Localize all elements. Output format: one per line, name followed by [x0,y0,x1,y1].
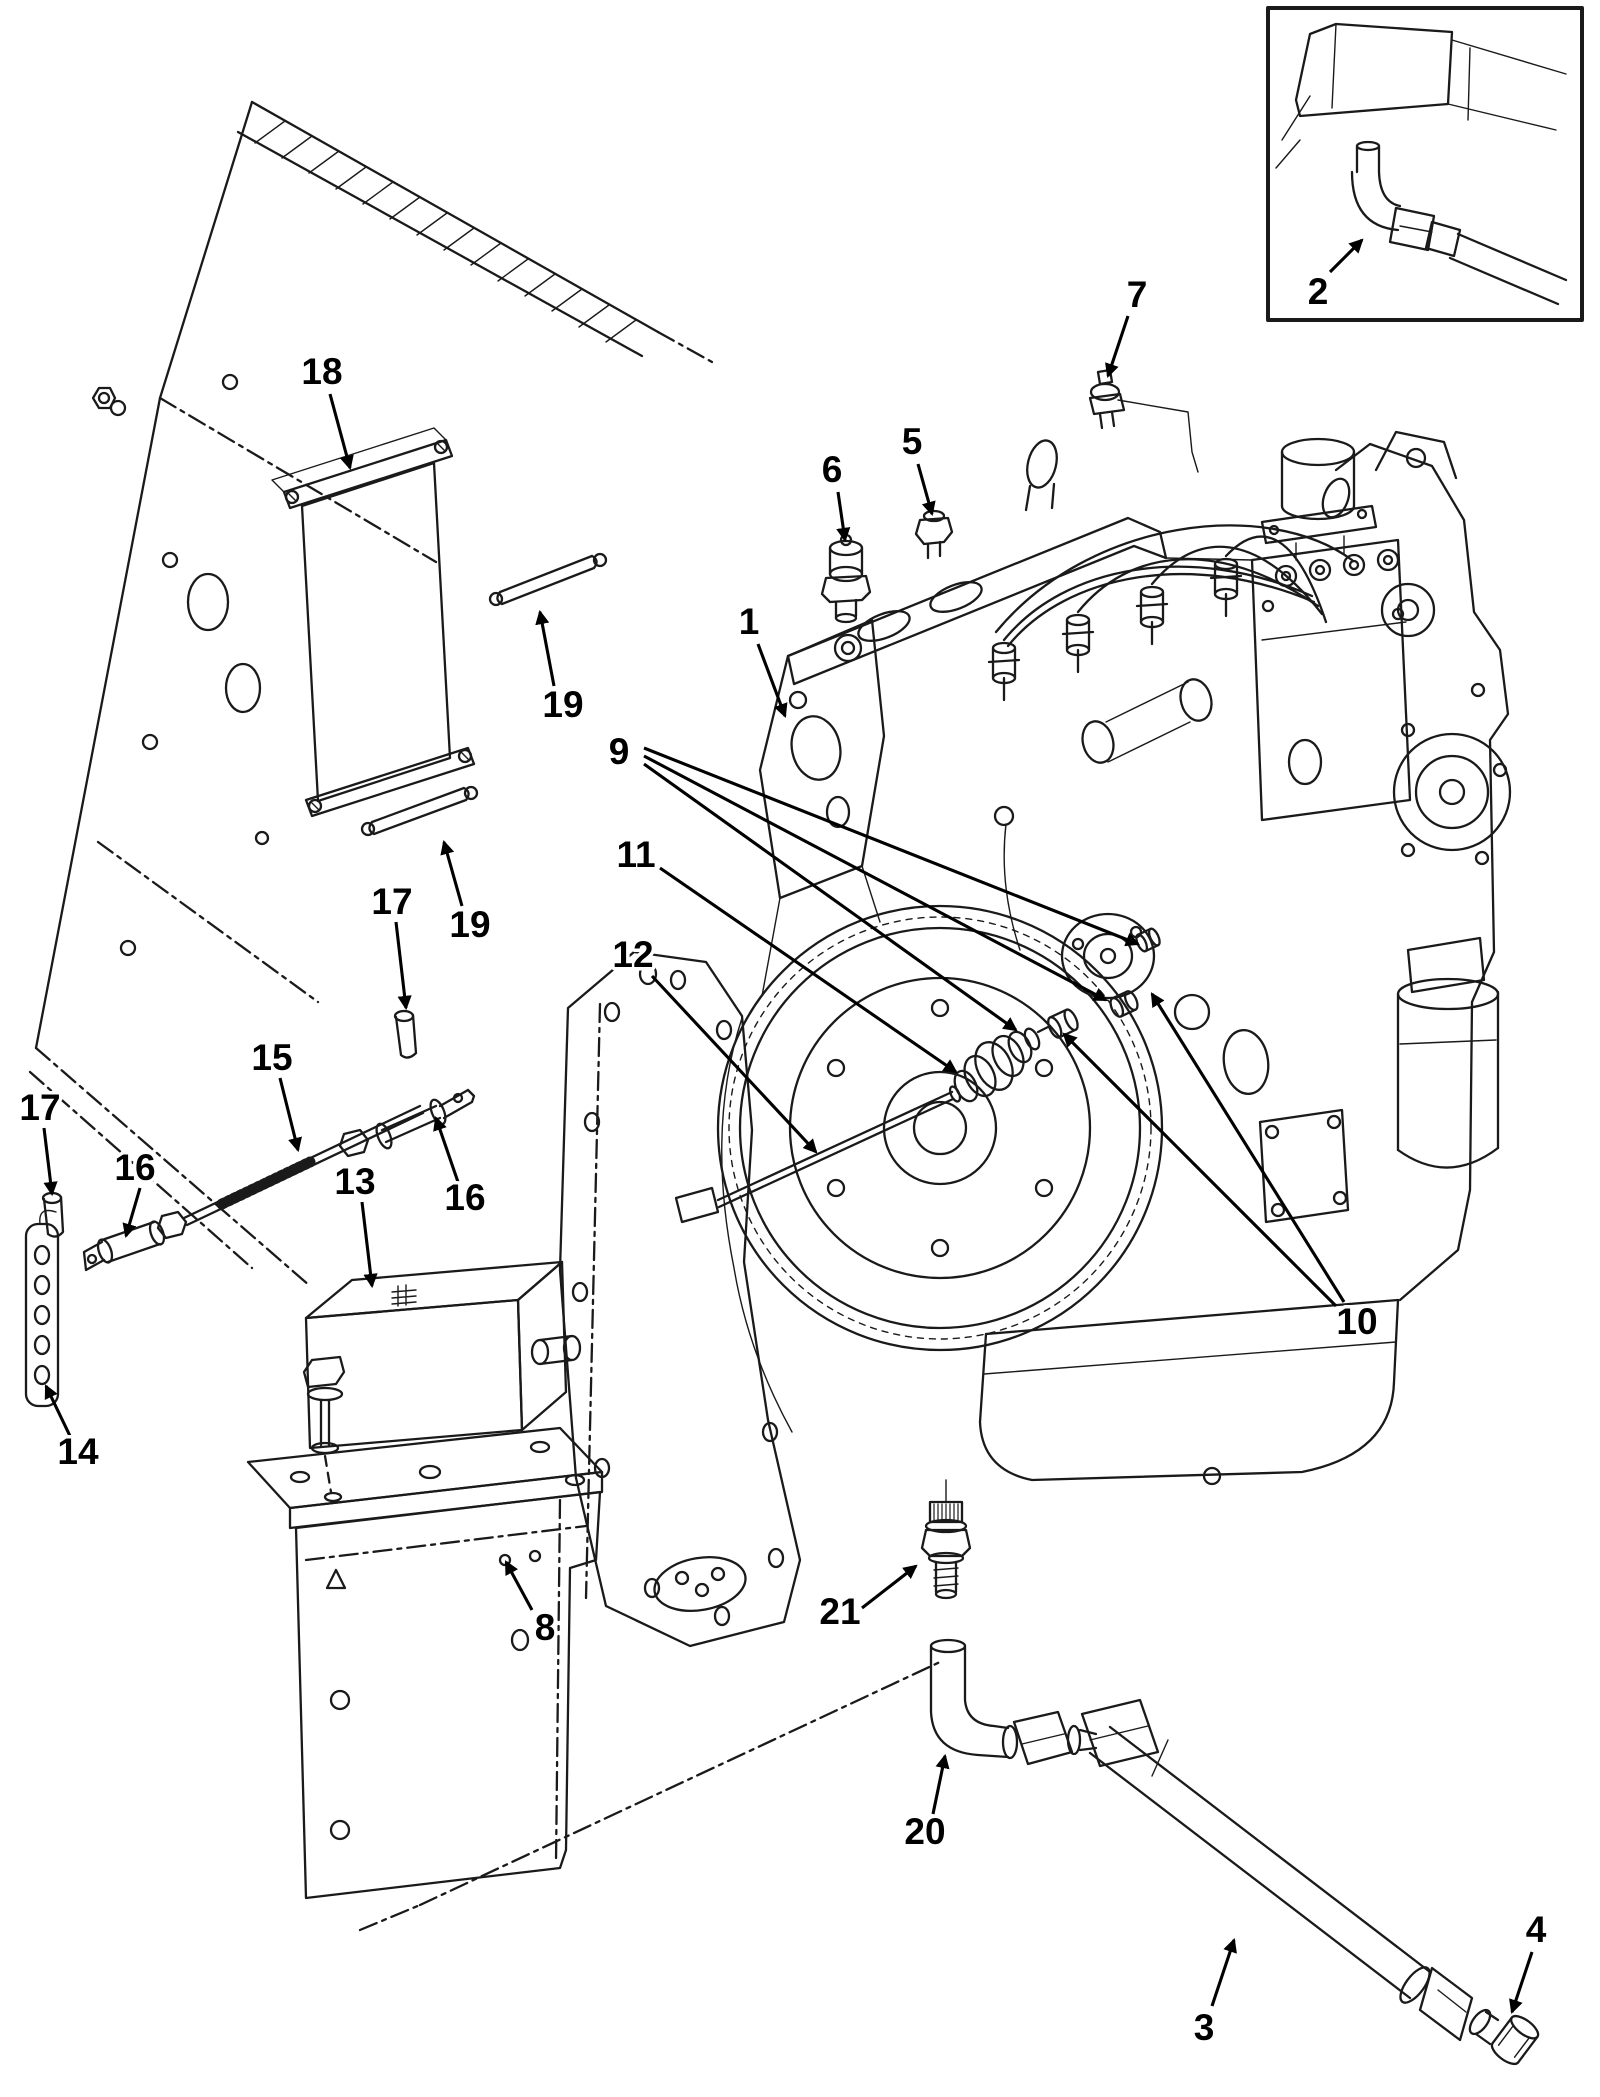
hose [1080,1698,1500,2046]
leader-arrow-13-0 [360,1201,378,1289]
breather-cap [833,633,863,663]
callout-0-label-1: 1 [739,601,760,642]
temperature-sender [1088,368,1199,473]
leader-arrow-11-0 [659,866,958,1074]
output-stub [530,1334,582,1366]
dipstick [993,805,1015,827]
mount-bolt [302,1355,346,1503]
shaft-fitting-c [1135,927,1161,953]
leader-arrow-2-0 [1328,238,1364,274]
oil-filter [1396,936,1500,1169]
leader-arrow-20-0 [931,1753,950,1815]
leader-arrow-9-2 [643,746,1140,947]
callout-12-label-13: 13 [334,1161,375,1202]
flywheel-housing [558,904,1164,1648]
frame-panel [28,100,714,1288]
leader-arrow-19-0 [535,609,556,687]
callout-16-label-16: 16 [114,1147,155,1188]
control-cable [674,912,1161,1224]
leader-arrow-6-0 [836,491,851,543]
leader-arrow-7-0 [1105,315,1130,379]
leader-arrow-14-0 [44,1384,72,1437]
leader-arrow-4-0 [1509,1951,1534,2015]
leader-arrow-10-1 [1062,1032,1338,1308]
leader-arrow-21-0 [861,1564,918,1610]
leader-arrow-3-0 [1210,1937,1237,2007]
anchor-plate [24,1222,60,1408]
leader-arrow-9-0 [643,762,1018,1032]
frame-nut [91,386,117,410]
oil-pan [945,1298,1400,1503]
callout-20-label-19: 19 [542,684,583,725]
crank-pulley [1392,732,1512,852]
callout-15-label-16: 16 [444,1177,485,1218]
callout-2-label-3: 3 [1194,2007,1215,2048]
thermostat-housing [1260,437,1378,561]
callout-3-label-4: 4 [1526,1909,1547,1950]
leader-arrow-17-0 [394,921,412,1011]
control-box [302,1260,582,1503]
leader-arrow-1-0 [756,643,788,719]
inset-box [1266,6,1584,322]
callout-9-label-10: 10 [1336,1301,1377,1342]
callout-11-label-12: 12 [612,934,653,975]
leader-arrow-8-0 [504,1560,534,1611]
leader-arrow-16-0 [122,1187,142,1239]
cross-shaft-hub [1060,912,1156,1000]
callout-18-label-17: 17 [19,1087,60,1128]
callout-13-label-14: 14 [57,1431,99,1472]
callout-22-label-20: 20 [904,1811,945,1852]
leader-arrow-12-0 [650,974,818,1154]
callout-4-label-5: 5 [902,421,923,462]
engine-assembly [758,430,1512,1503]
leader-arrow-17-0 [42,1127,58,1197]
callout-5-label-6: 6 [822,449,843,490]
callout-7-label-8: 8 [535,1607,556,1648]
fuel-lines [994,524,1354,648]
callout-14-label-15: 15 [251,1037,292,1078]
elbow-fitting [929,1638,1098,1766]
leader-arrow-10-0 [1150,992,1346,1303]
inset-elbow-fitting [1350,140,1568,306]
connector-fitting [920,1500,972,1600]
clevis-pin-right [393,1009,418,1059]
callout-19-label-18: 18 [301,351,342,392]
throttle-linkage [24,1009,476,1408]
callout-17-label-17: 17 [371,881,412,922]
cable-boot [953,1024,1052,1103]
leader-arrow-19-0 [440,839,464,907]
callout-6-label-7: 7 [1127,274,1148,315]
jam-nut-left [156,1210,188,1240]
callout-23-label-21: 21 [819,1591,860,1632]
water-pump [1380,582,1436,638]
clevis-left [82,1220,166,1272]
callout-21-label-19: 19 [449,904,490,945]
leader-arrow-15-0 [278,1077,302,1153]
plug-fitting [914,509,954,560]
jam-nut-right [338,1128,370,1158]
callout-8-label-9: 9 [609,731,630,772]
oil-pressure-sender [820,533,872,624]
cooler-straps [360,552,608,837]
throttle-rod [182,1104,425,1227]
clevis-pin-left [41,1191,65,1238]
shaft-fitting-a [1047,1008,1079,1039]
lifting-eye [1024,439,1058,512]
inset-engine-fragment [1275,22,1567,169]
mounting-bracket [246,1426,942,1932]
sender-units [820,368,1199,624]
oil-cooler [271,427,476,818]
callout-10-label-11: 11 [616,834,655,875]
leader-arrow-5-0 [916,463,936,517]
leader-arrow-18-0 [328,393,354,471]
leader-arrow-16-0 [433,1115,460,1183]
plug-cap [1490,2014,1540,2066]
callout-1-label-2: 2 [1308,271,1329,312]
bell-housing-plate [558,950,802,1648]
leader-arrow-9-1 [643,754,1108,1002]
